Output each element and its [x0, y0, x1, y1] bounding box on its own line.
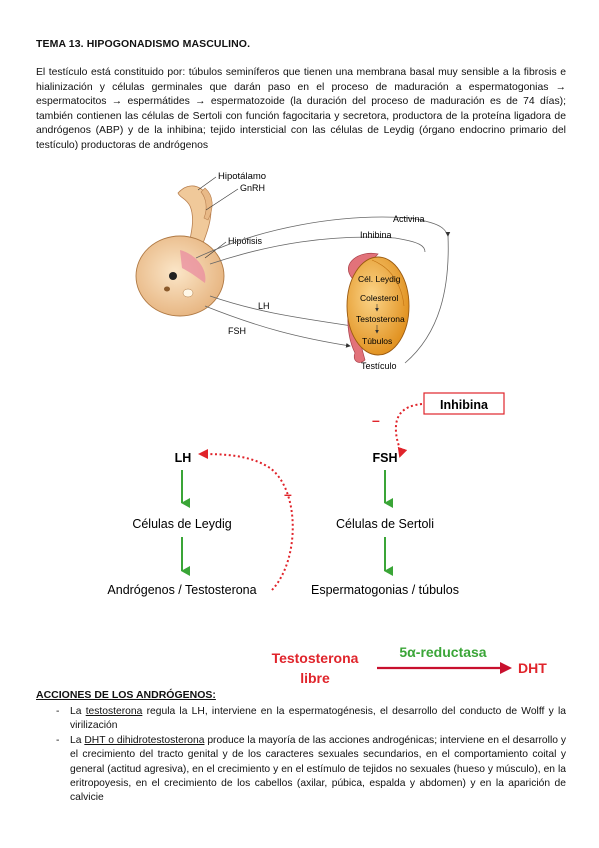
espermatogonias-label: Espermatogonias / túbulos [311, 583, 459, 597]
hypothalamus-pituitary-testis-illustration: Hipotálamo GnRH Hipófisis Activina Inhib… [135, 171, 451, 371]
conversion-arrow-head [500, 662, 512, 674]
intro-paragraph: El testículo está constituido por: túbul… [36, 66, 566, 154]
leydig-label: Células de Leydig [132, 517, 231, 531]
pituitary-cell-dot [182, 288, 194, 298]
label-activina: Activina [393, 214, 425, 224]
inhibina-box [423, 392, 505, 415]
actions-section-title: ACCIONES DE LOS ANDRÓGENOS: [36, 689, 216, 701]
hormonal-flow-diagram: Inhibina – LH Células de Leydig Andrógen… [107, 392, 547, 686]
term-testosterona: testosterona [85, 706, 143, 717]
testosterona-libre-line2: libre [300, 670, 330, 686]
pituitary-inner-lobe [180, 250, 206, 283]
reductasa-label: 5α-reductasa [399, 644, 486, 660]
list-item: -La DHT o dihidrotestosterona produce la… [56, 734, 566, 804]
testosterona-libre-line1: Testosterona [272, 650, 359, 666]
label-inhibina-top: Inhibina [360, 230, 392, 240]
inhibina-feedback-arrow [394, 403, 423, 458]
hypothalamus-fold [200, 187, 213, 221]
label-hipofisis: Hipófisis [228, 236, 263, 246]
pituitary-cell-dot [169, 272, 177, 280]
minus-sign-testosterona: – [284, 486, 292, 502]
testosterona-feedback-arrow [198, 449, 294, 591]
inhibina-label: Inhibina [440, 398, 489, 412]
fsh-arrow [204, 305, 351, 348]
label-colesterol: Colesterol [360, 293, 398, 303]
label-cel-leydig: Cél. Leydig [358, 274, 401, 284]
list-dash: - [56, 706, 60, 717]
label-testosterona-anat: Testosterona [356, 314, 405, 324]
intro-text: El testículo está constituido por: túbul… [36, 67, 566, 151]
testis [346, 256, 410, 356]
list-item: -La testosterona regula la LH, intervien… [56, 706, 566, 732]
label-gnrh: GnRH [240, 183, 265, 193]
activina-loop [195, 216, 449, 259]
inhibina-loop [209, 236, 426, 265]
label-tubulos: Túbulos [362, 336, 392, 346]
label-lh-anat: LH [258, 301, 270, 311]
pituitary-cell-dot [164, 286, 170, 292]
actions-list: -La testosterona regula la LH, intervien… [36, 705, 566, 806]
sertoli-label: Células de Sertoli [336, 517, 434, 531]
lh-arrow [209, 295, 353, 328]
lh-label: LH [175, 451, 192, 465]
term-dht: DHT o dihidrotestosterona [84, 734, 205, 746]
dht-label: DHT [518, 660, 547, 676]
label-hipotalamo: Hipotálamo [218, 171, 266, 182]
androgenos-label: Andrógenos / Testosterona [107, 583, 256, 597]
fsh-label: FSH [373, 451, 398, 465]
label-testiculo: Testículo [361, 361, 397, 371]
pituitary-gland [135, 235, 225, 317]
list-dash: - [56, 734, 60, 746]
label-fsh-anat: FSH [228, 326, 246, 336]
page-title: TEMA 13. HIPOGONADISMO MASCULINO. [36, 38, 251, 50]
minus-sign-inhibina: – [372, 412, 380, 428]
